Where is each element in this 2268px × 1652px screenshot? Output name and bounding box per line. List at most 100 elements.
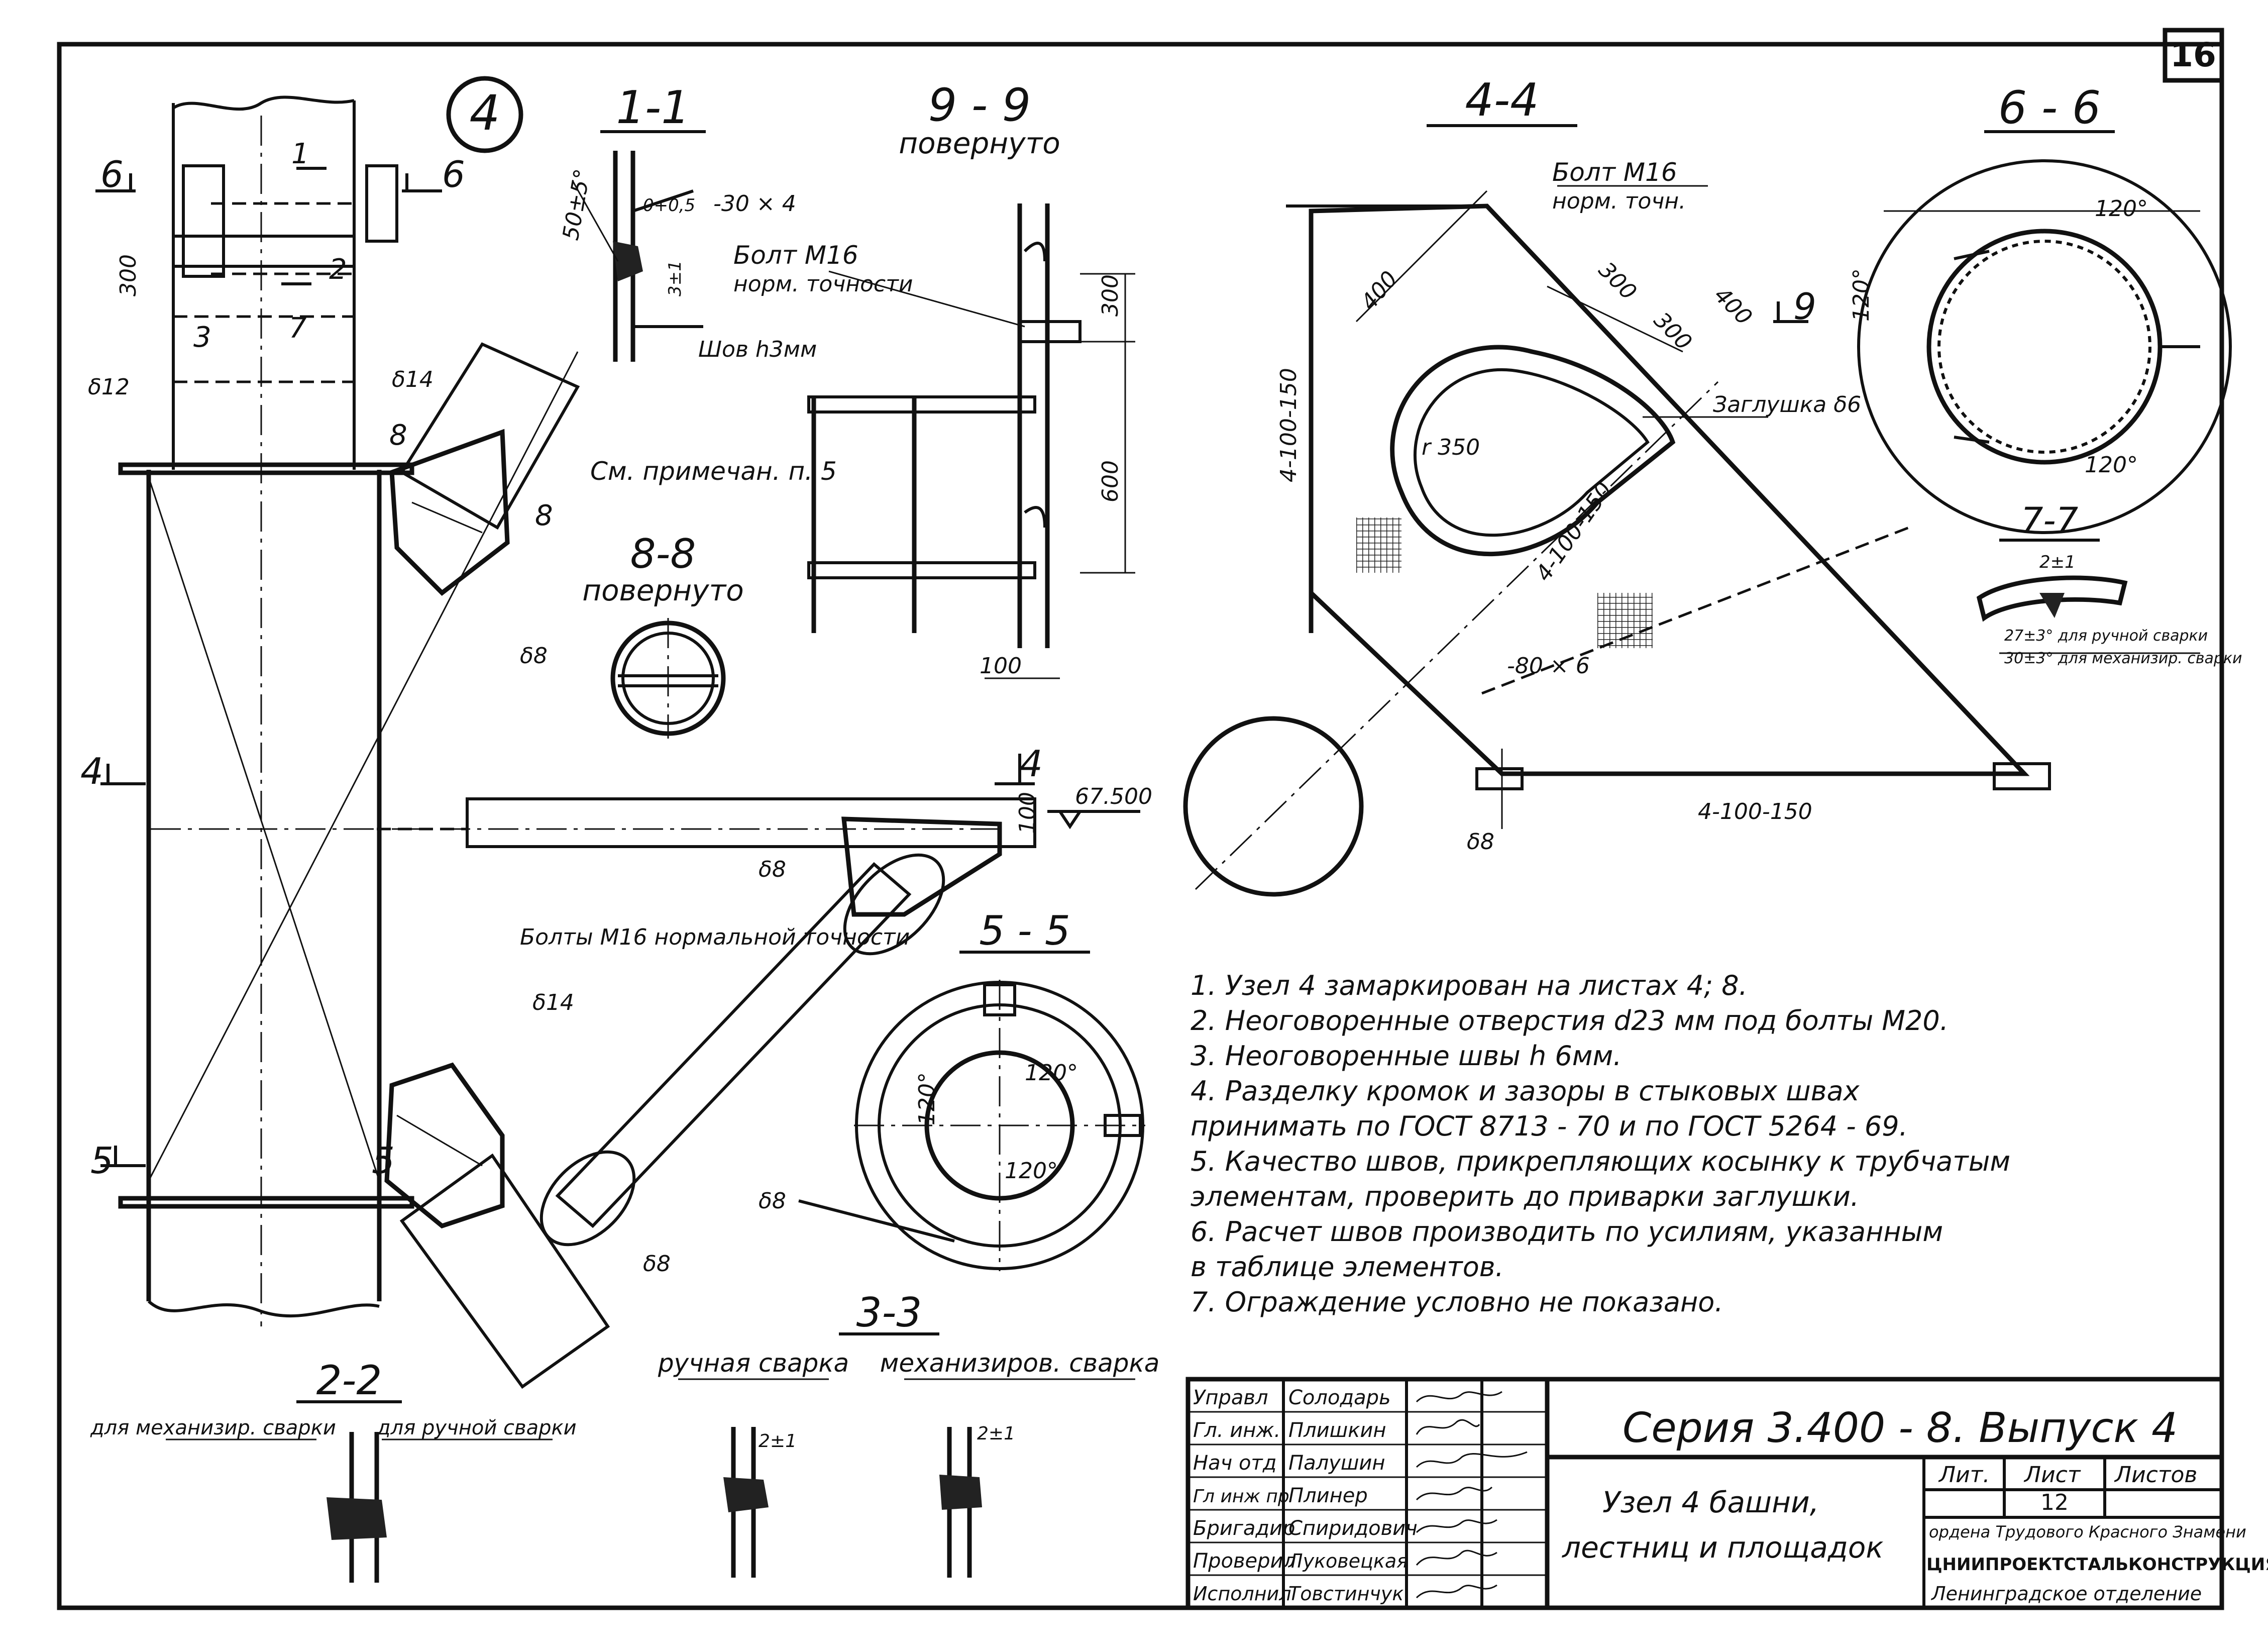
outer-frame [57,42,2224,1610]
thickness-8-4-4: δ8 [1467,829,1494,855]
cut-5-left: 5 [90,1140,114,1182]
cut-8-top: 8 [389,419,407,452]
section-title-8-8: 8-8 [630,531,696,577]
cut-9: 9 [1793,285,1816,328]
section-title-9-9: 9 - 9 [928,79,1031,132]
staff-name-4: Плинер [1288,1484,1368,1507]
weld-7-7-manual: 27±3° для ручной сварки [2004,627,2208,645]
dim-300-9-9: 300 [1098,274,1123,317]
cut-3: 3 [193,321,211,354]
signature-6 [1416,1550,1497,1566]
section-7-7-detail [1976,575,2200,654]
sheet-label: Лист [2023,1462,2081,1488]
section-1-1-detail [572,151,703,362]
staff-role-3: Нач отд [1193,1452,1276,1475]
title-block: Управл Солодарь Гл. инж. Плишкин Нач отд… [1185,1377,2268,1610]
staff-name-2: Плишкин [1288,1419,1386,1442]
section-title-4-4: 4-4 [1465,74,1539,127]
angle-120-5-5-c: 120° [1005,1158,1058,1184]
thickness-14-upper: δ14 [392,367,434,392]
node-marker: 4 [469,85,500,141]
cut-7: 7 [289,312,307,345]
cut-1: 1 [291,138,309,170]
plate-80x6: -80 × 6 [1507,653,1590,679]
bevel-1-1: 50±5° [558,167,596,242]
note-2: 2. Неоговоренные отверстия d23 мм под бо… [1191,1005,1949,1037]
weld-7-7-mech: 30±3° для механизир. сварки [2004,650,2242,667]
section-4-4-detail [1183,185,2051,897]
sheet-number-box [2163,28,2224,83]
staff-role-4: Гл инж пр [1193,1486,1289,1507]
bolt-m16-4-4-sub: норм. точн. [1552,188,1686,214]
section-title-5-5: 5 - 5 [979,907,1070,954]
signature-2 [1416,1419,1480,1435]
series-title: Серия 3.400 - 8. Выпуск 4 [1623,1404,2178,1452]
signature-1 [1416,1391,1502,1403]
section-8-8-detail [610,618,726,739]
weld-h3-callout: Шов h3мм [698,337,817,362]
for-manual-weld-label: для ручной сварки [376,1416,577,1439]
lit-label: Лит. [1938,1462,1990,1488]
dim-300-main: 300 [116,254,141,296]
cut-4-right: 4 [1020,743,1043,785]
for-mech-weld-label: для механизир. сварки [90,1416,336,1439]
dim-400-b: 400 [1709,282,1757,330]
gap-3-1: 3±1 [665,260,685,296]
thickness-8-5-5: δ8 [759,1188,786,1214]
org-line-1: ордена Трудового Красного Знамени [1929,1522,2246,1541]
plug-d6-callout: Заглушка δ6 [1713,392,1861,418]
cut-2: 2 [329,253,347,286]
dim-100-beam: 100 [1015,792,1040,834]
signature-7 [1416,1584,1497,1599]
staff-name-1: Солодарь [1288,1386,1391,1409]
staff-name-5: Спиридович [1288,1517,1418,1540]
staff-role-7: Исполнил [1193,1583,1291,1605]
see-note-callout: См. примечан. п. 5 [590,457,837,486]
staff-name-3: Палушин [1288,1452,1385,1475]
section-title-6-6: 6 - 6 [1998,81,2101,134]
cut-6-left: 6 [100,153,124,195]
angle-120-5-5-b: 120° [914,1072,940,1125]
note-5: 5. Качество швов, прикрепляющих косынку … [1191,1146,2010,1177]
dim-300-a: 300 [1593,257,1641,305]
gap-2-1-3-3-b: 2±1 [977,1423,1015,1444]
cut-5-right: 5 [372,1140,395,1182]
cut-6-right: 6 [442,153,465,195]
thickness-14-lower: δ14 [532,990,574,1015]
staff-name-6: Луковецкая [1287,1550,1408,1572]
section-6-6-detail [1857,159,2232,534]
note-7: 7. Ограждение условно не показано. [1191,1286,1723,1318]
note-4-cont: принимать по ГОСТ 8713 - 70 и по ГОСТ 52… [1191,1110,1908,1142]
note-4: 4. Разделку кромок и зазоры в стыковых ш… [1191,1075,1860,1107]
signature-3 [1416,1451,1528,1468]
staff-role-5: Бригадир [1193,1517,1295,1540]
angle-120-6-6-a: 120° [2095,196,2148,222]
thickness-12: δ12 [88,374,130,400]
note-3: 3. Неоговоренные швы h 6мм. [1191,1040,1622,1072]
org-line-3: Ленинградское отделение [1930,1583,2202,1605]
thickness-8-strut: δ8 [759,857,786,882]
cut-8-bottom: 8 [535,499,553,532]
section-subtitle-9-9: повернуто [899,126,1060,160]
dim-100-9-9: 100 [980,653,1022,679]
section-subtitle-8-8: повернуто [582,573,744,607]
title-line-1: Узел 4 башни, [1602,1485,1819,1519]
signature-5 [1416,1519,1497,1533]
section-title-3-3: 3-3 [856,1289,922,1336]
dim-400-a: 400 [1356,266,1402,315]
node-marker-circle [446,76,523,153]
dim-300-b: 300 [1649,307,1696,355]
plate-30x4: -30 × 4 [713,191,796,217]
gap-2-1-3-3-a: 2±1 [759,1431,797,1452]
radius-350: r 350 [1422,435,1480,460]
gap-2-1-7-7: 2±1 [2039,552,2076,572]
section-2-2-detail [166,1432,553,1583]
weld-pitch-diagonal: 4-100-150 [1531,478,1617,586]
elevation-mark: 67.500 [1075,784,1152,809]
note-6: 6. Расчет швов производить по усилиям, у… [1191,1216,1943,1248]
sheet-number: 16 [2170,36,2216,74]
weld-pitch-vertical: 4-100-150 [1276,368,1302,482]
note-6-cont: в таблице элементов. [1191,1251,1504,1283]
angle-120-5-5-a: 120° [1025,1060,1078,1086]
